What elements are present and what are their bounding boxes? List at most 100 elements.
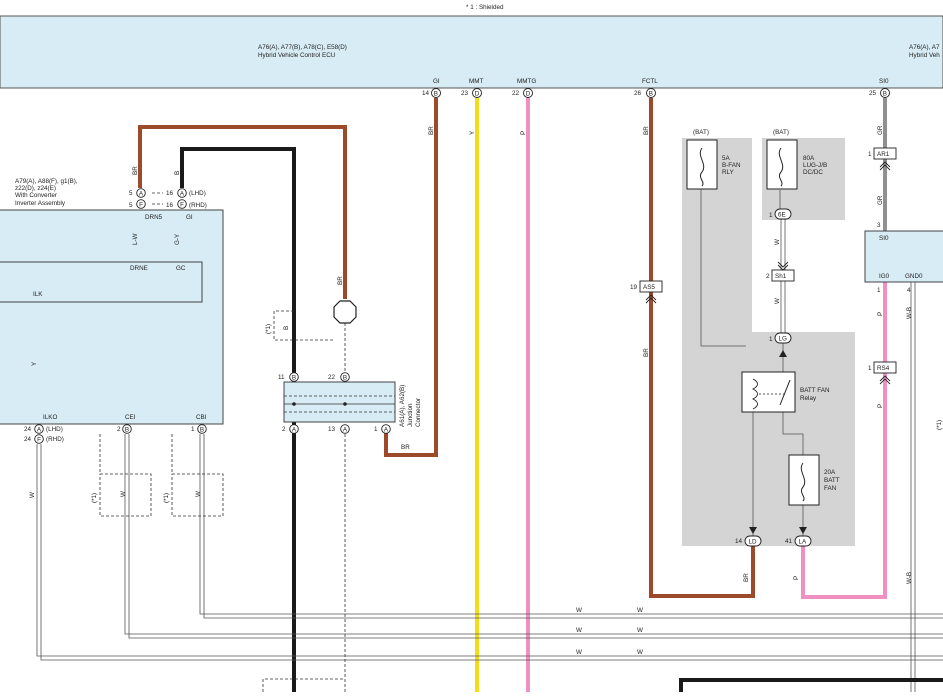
right-ecu-block — [864, 230, 943, 283]
label-p-ig0: P — [877, 312, 884, 316]
ecu-pin-mmt-label: MMT — [469, 78, 483, 85]
junction-pin-22-circle — [340, 372, 350, 382]
right-ecu-ig0: IG0 — [879, 273, 890, 280]
label-y-mmt: Y — [469, 130, 476, 135]
shield-label-top: (*1) — [265, 324, 272, 334]
junction-pin-1-num: 1 — [374, 426, 378, 433]
conn-ar1-label: AR1 — [877, 151, 890, 158]
ecu-pin-mmtg-label: MMTG — [517, 78, 536, 85]
inverter-name1: With Converter — [15, 192, 57, 199]
junction-pin-22-conn: B — [343, 374, 347, 381]
label-br-junction: BR — [401, 444, 410, 451]
inv-pin-cbi-conn: B — [200, 426, 204, 433]
conn-ar1-num: 1 — [868, 151, 872, 158]
inverter-name2: Inverter Assembly — [15, 200, 66, 207]
inv-lhd-bottom: (LHD) — [46, 426, 63, 433]
arrow-down-la — [799, 527, 807, 534]
relay-area-shade — [682, 138, 855, 546]
shield-box-top — [273, 310, 334, 341]
conn-as5-shape — [639, 280, 663, 293]
inverter-drne: DRNE — [130, 265, 148, 272]
conn-sh1-num: 2 — [766, 273, 770, 280]
conn-lg-num: 1 — [769, 336, 773, 343]
label-w-sh1: W — [774, 298, 781, 304]
inv-pin-5f-circle — [136, 199, 146, 209]
conn-lg-label: LG — [779, 336, 788, 343]
label-b-loop: B — [174, 171, 181, 175]
inv-rhd: (RHD) — [189, 202, 207, 209]
right-ecu-gnd0: GND0 — [905, 273, 923, 280]
relay-label-2: Relay — [800, 395, 817, 402]
junction-pin-2-circle — [289, 424, 299, 434]
conn-rs4-chevron — [879, 375, 891, 385]
fuse-5a-icon — [699, 147, 705, 187]
right-ecu-pin1: 1 — [877, 287, 881, 294]
arrow-down-ld — [749, 527, 757, 534]
label-br-fctl-2: BR — [643, 348, 650, 357]
ecu-name-right: Hybrid Veh — [909, 52, 940, 59]
inverter-inner-block — [0, 261, 203, 303]
wire-p-ig0 — [801, 282, 887, 599]
inv-pin-16a-conn: A — [180, 190, 185, 197]
inv-pin-24f-conn: F — [37, 436, 41, 443]
hybrid-ecu-block — [0, 15, 943, 89]
inv-pin-5f-num: 5 — [129, 202, 133, 209]
label-wb-2: W-B — [906, 572, 913, 584]
junction-pin-1-circle — [381, 424, 391, 434]
fuse-80a-label-1: 80A — [803, 155, 815, 162]
junction-pin-11-num: 11 — [278, 374, 285, 381]
junction-pin-11-conn: B — [292, 374, 296, 381]
batt-fan-relay — [741, 371, 796, 413]
fuse-5a-label-2: B-FAN — [722, 162, 741, 169]
inverter-cbi: CBI — [196, 414, 207, 421]
shield-box-cbi — [171, 473, 224, 517]
inverter-gc: GC — [176, 265, 186, 272]
junction-codes: A61(A), A62(B) — [399, 385, 406, 427]
inv-pin-cbi-num: 1 — [191, 426, 195, 433]
conn-as5-num: 19 — [630, 284, 638, 291]
fuse-80a — [766, 139, 798, 190]
ecu-pin-si0-circle — [880, 88, 890, 98]
label-w-80a: W — [774, 239, 781, 245]
conn-ar1-chevron — [879, 161, 891, 171]
label-w-row2-b: W — [637, 627, 643, 634]
ecu-pin-gi-conn: B — [434, 90, 438, 97]
ecu-pin-gi-num: 14 — [422, 90, 430, 97]
junction-pin-13-num: 13 — [328, 426, 336, 433]
inv-pin-24a-circle — [34, 424, 44, 434]
wire-w-cei-2 — [128, 434, 943, 639]
fuse-5a-label-3: RLY — [722, 169, 735, 176]
fuse-80a-icon — [778, 147, 784, 187]
wire-w-ilko — [36, 444, 943, 657]
label-br-loop: BR — [132, 166, 139, 175]
relay-coil-icon — [751, 378, 758, 410]
ecu-pin-si0-num: 25 — [869, 90, 877, 97]
label-p-la: P — [793, 576, 800, 580]
inverter-block — [0, 209, 224, 425]
junction-pin-2-num: 2 — [282, 426, 286, 433]
relay-switch-icon — [779, 379, 791, 406]
arrow-up-lg — [779, 350, 787, 357]
junction-name2: Connector — [415, 398, 422, 427]
conn-as5-label: AS5 — [643, 284, 655, 291]
conn-la-label: LA — [799, 539, 808, 546]
junction-pin-13-conn: A — [343, 426, 348, 433]
ecu-pin-mmtg-circle — [523, 88, 533, 98]
shield-box-bottom — [262, 678, 345, 692]
label-y-ilk: Y — [31, 361, 38, 366]
label-gr-si0: GR — [877, 125, 884, 135]
junction-pin-11-circle — [289, 372, 299, 382]
ecu-pin-fctl-label: FCTL — [642, 78, 658, 85]
conn-sh1-label: Sh1 — [775, 273, 787, 280]
label-w-row2-a: W — [576, 627, 582, 634]
inv-pin-16f-num: 16 — [166, 202, 174, 209]
junction-block — [283, 381, 396, 423]
inv-pin-16a-circle — [177, 188, 187, 198]
inverter-codes: A79(A), A88(F), g1(B), — [15, 178, 78, 185]
inverter-drn5: DRN5 — [145, 214, 163, 221]
right-shield-label: (*1) — [936, 420, 943, 430]
wire-w-cbi — [199, 434, 943, 615]
splice-octagon — [333, 300, 357, 324]
wire-relay-20a — [782, 410, 804, 455]
